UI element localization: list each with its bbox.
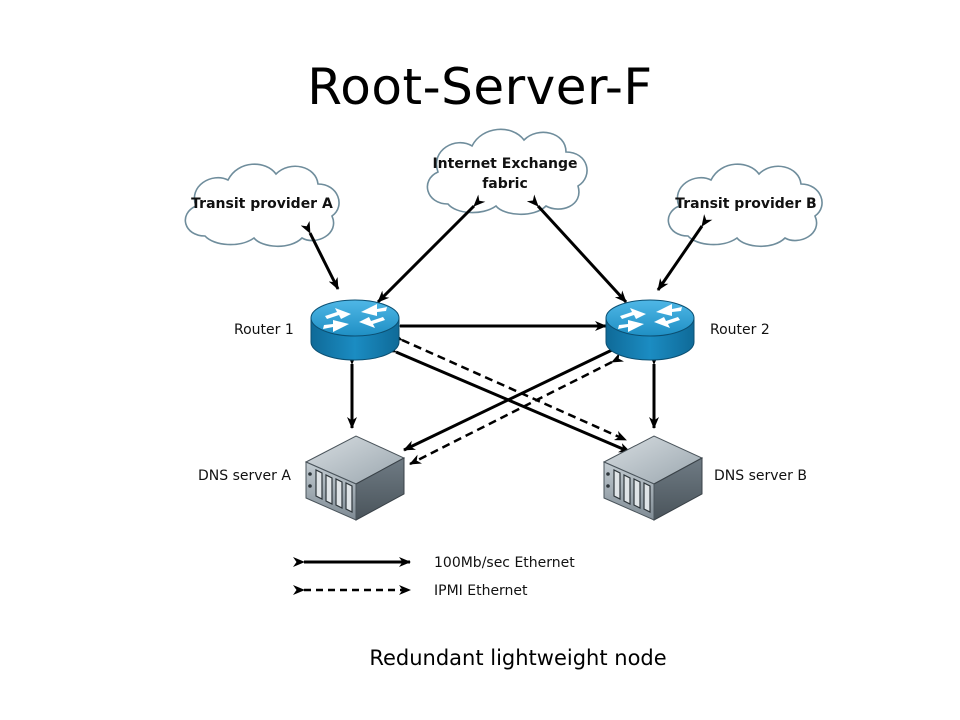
server-drive-bays-icon <box>613 469 651 513</box>
router-1 <box>310 299 400 361</box>
dns-server-a-label: DNS server A <box>198 468 291 484</box>
cloud-shape <box>426 128 588 216</box>
router-arrows-icon <box>323 304 387 332</box>
router-2-label: Router 2 <box>710 322 770 338</box>
cloud-label-transit-a: Transit provider A <box>191 196 333 212</box>
cloud-internet-exchange: Internet Exchange fabric <box>426 128 588 216</box>
cloud-transit-provider-b: Transit provider B <box>667 163 823 248</box>
legend-dashed-label: IPMI Ethernet <box>434 583 528 599</box>
legend-solid-label: 100Mb/sec Ethernet <box>434 555 575 571</box>
server-drive-bays-icon <box>315 469 353 513</box>
slide-title: Root-Server-F <box>307 58 653 116</box>
links-ipmi <box>389 330 627 466</box>
dns-server-b-label: DNS server B <box>714 468 807 484</box>
router-arrows-icon <box>618 304 682 332</box>
router-1-label: Router 1 <box>234 322 294 338</box>
cloud-transit-provider-a: Transit provider A <box>184 163 340 248</box>
cloud-label-transit-b: Transit provider B <box>675 196 816 212</box>
cloud-label-ix-line1: Internet Exchange <box>432 156 577 172</box>
cloud-shape <box>184 163 340 248</box>
dns-server-b <box>602 435 704 521</box>
legend: 100Mb/sec Ethernet IPMI Ethernet <box>293 555 575 599</box>
link-transit-a-router1 <box>300 220 340 290</box>
link-ix-router1 <box>376 194 486 304</box>
link-transit-b-router2 <box>656 214 713 291</box>
link-ix-router2 <box>526 194 628 304</box>
cloud-label-ix-line2: fabric <box>482 176 528 192</box>
ipmi-router2-dns-a <box>409 352 625 466</box>
link-router2-dns-a <box>403 340 625 452</box>
ipmi-router1-dns-b <box>389 330 627 442</box>
dns-server-a <box>304 435 406 521</box>
caption: Redundant lightweight node <box>369 646 667 670</box>
router-2 <box>605 299 695 361</box>
